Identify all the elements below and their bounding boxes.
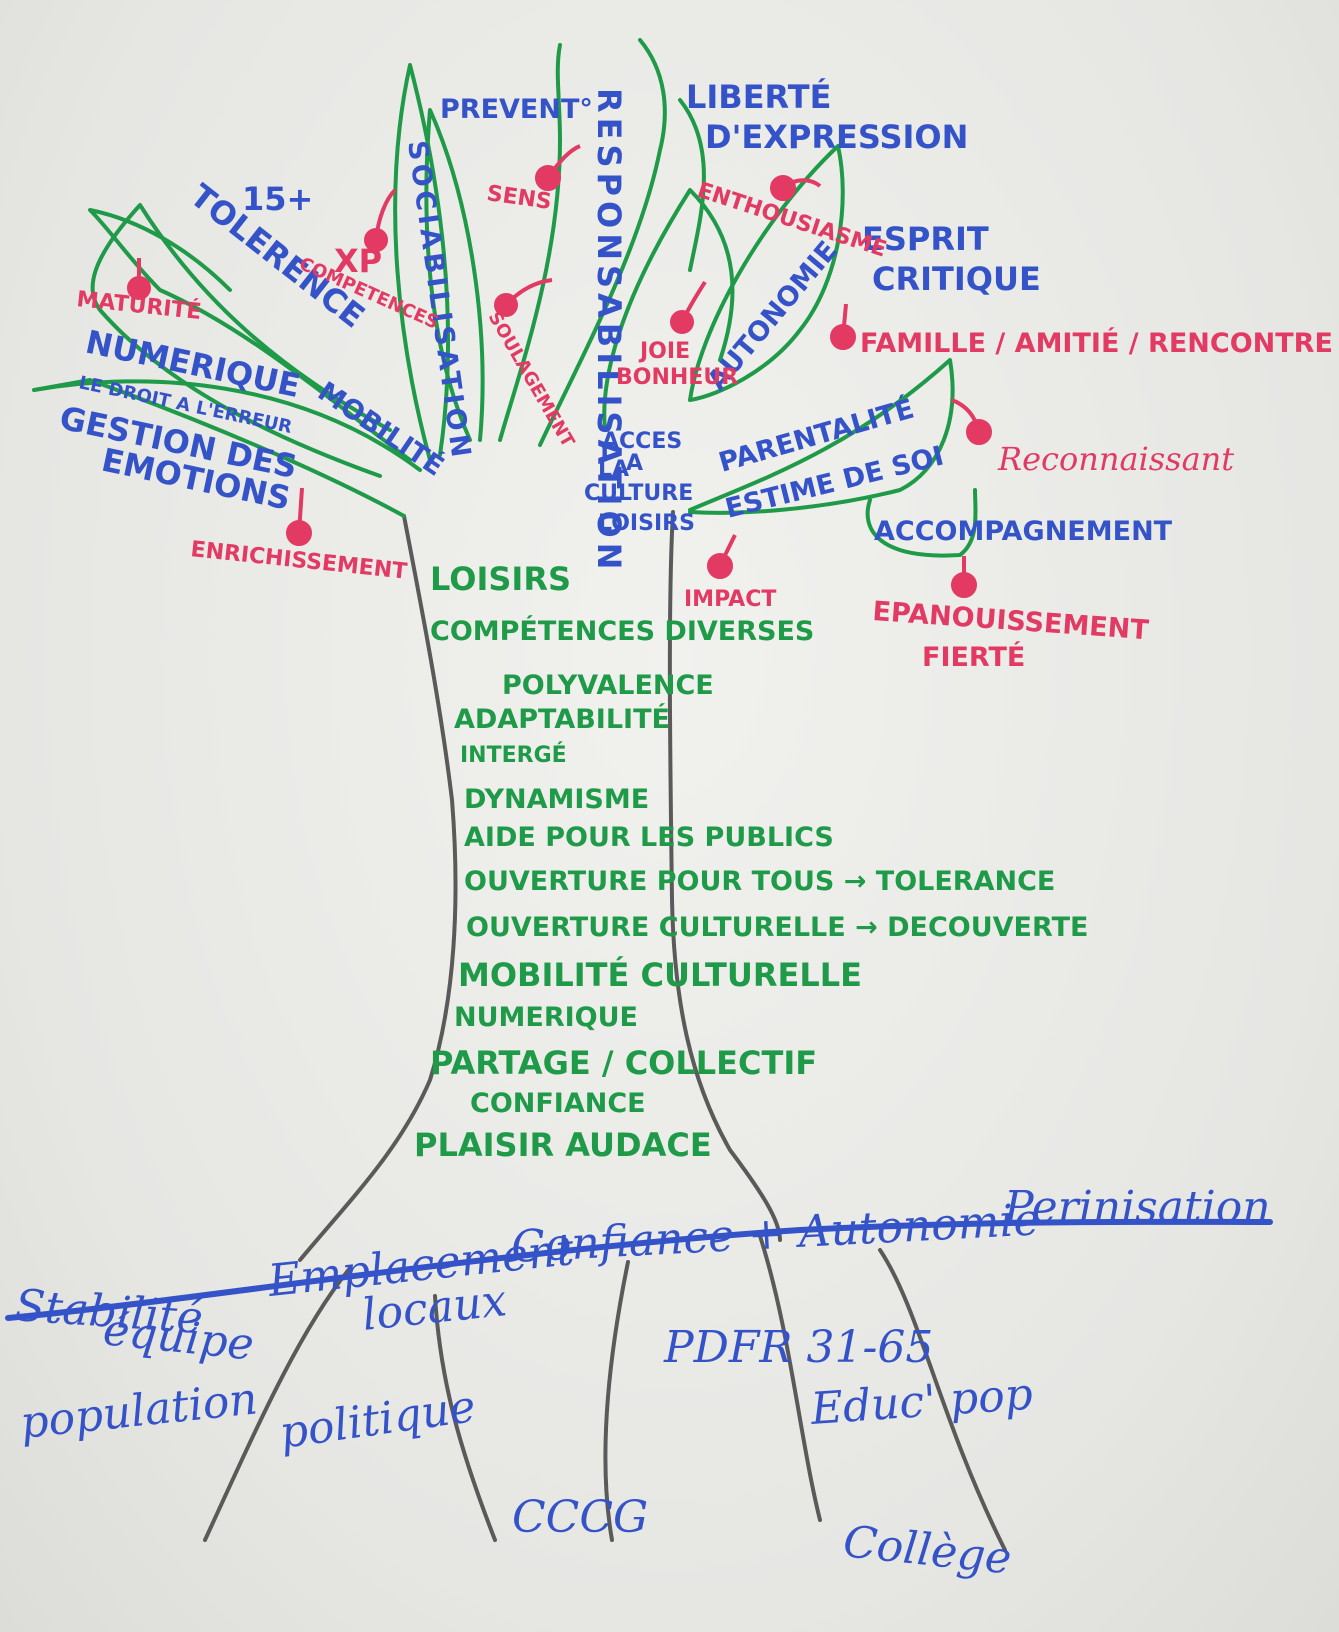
trunk-item: AIDE POUR LES PUBLICS xyxy=(464,822,834,853)
label-joie: JOIE xyxy=(638,339,690,364)
label-acces: ACCES xyxy=(602,429,682,454)
label-bonheur: BONHEUR xyxy=(616,365,738,390)
label-culture: CULTURE xyxy=(584,481,693,506)
trunk-item: CONFIANCE xyxy=(470,1088,646,1119)
label-pdfr: PDFR 31-65 xyxy=(663,1322,933,1373)
label-expression: D'EXPRESSION xyxy=(705,118,968,156)
label-fierte: FIERTÉ xyxy=(922,641,1025,673)
label-cccg: CCCG xyxy=(512,1492,648,1543)
trunk-item: OUVERTURE POUR TOUS → TOLERANCE xyxy=(464,866,1055,897)
label-reconnaissant: Reconnaissant xyxy=(997,440,1234,478)
label-epanouissement: EPANOUISSEMENT xyxy=(872,596,1151,646)
label-college: Collège xyxy=(841,1516,1014,1584)
trunk-item: PARTAGE / COLLECTIF xyxy=(430,1044,817,1082)
trunk-item: DYNAMISME xyxy=(464,784,649,815)
trunk-item: PLAISIR AUDACE xyxy=(414,1126,712,1164)
label-critique: CRITIQUE xyxy=(872,260,1041,298)
label-la: LA xyxy=(598,457,629,482)
label-esprit: ESPRIT xyxy=(862,220,989,258)
label-prevent: PREVENT° xyxy=(440,94,593,125)
label-a: A xyxy=(626,451,643,476)
pink-fruit-dots xyxy=(127,144,992,598)
label-politique: politique xyxy=(276,1381,478,1459)
label-confiance-autonomie: Confiance + Autonomie xyxy=(510,1194,1041,1273)
label-equipe: équipe xyxy=(101,1304,256,1370)
label-loisirs-canopy: LOISIRS xyxy=(598,511,695,536)
label-xp: XP xyxy=(334,242,382,280)
label-liberte: LIBERTÉ xyxy=(686,78,831,116)
label-impact: IMPACT xyxy=(684,587,776,612)
trunk-item: ADAPTABILITÉ xyxy=(454,703,670,735)
label-15plus: 15+ xyxy=(242,180,313,218)
canopy-leaf-outlines xyxy=(32,38,978,558)
trunk-item: INTERGÉ xyxy=(460,742,567,768)
trunk-item: POLYVALENCE xyxy=(502,670,714,701)
label-responsabilisation: RESPONSABILISATION xyxy=(590,88,628,574)
label-educ-pop: Educ' pop xyxy=(808,1369,1034,1435)
trunk-item: OUVERTURE CULTURELLE → DECOUVERTE xyxy=(466,912,1088,943)
trunk-item: NUMERIQUE xyxy=(454,1002,638,1033)
trunk-values-list: LOISIRS COMPÉTENCES DIVERSES POLYVALENCE… xyxy=(414,560,1088,1164)
label-accompagnement: ACCOMPAGNEMENT xyxy=(874,516,1173,547)
label-population: population xyxy=(18,1373,260,1449)
label-famille: FAMILLE / AMITIÉ / RENCONTRE xyxy=(860,327,1333,359)
label-perennisation: Perinisation xyxy=(1003,1182,1271,1233)
trunk-item: LOISIRS xyxy=(430,560,571,598)
trunk-item: COMPÉTENCES DIVERSES xyxy=(430,615,814,647)
ground-line xyxy=(5,1218,1273,1321)
trunk-outline xyxy=(203,510,1007,1552)
label-mobilite: MOBILITÉ xyxy=(312,375,450,482)
trunk-item: MOBILITÉ CULTURELLE xyxy=(458,956,862,994)
